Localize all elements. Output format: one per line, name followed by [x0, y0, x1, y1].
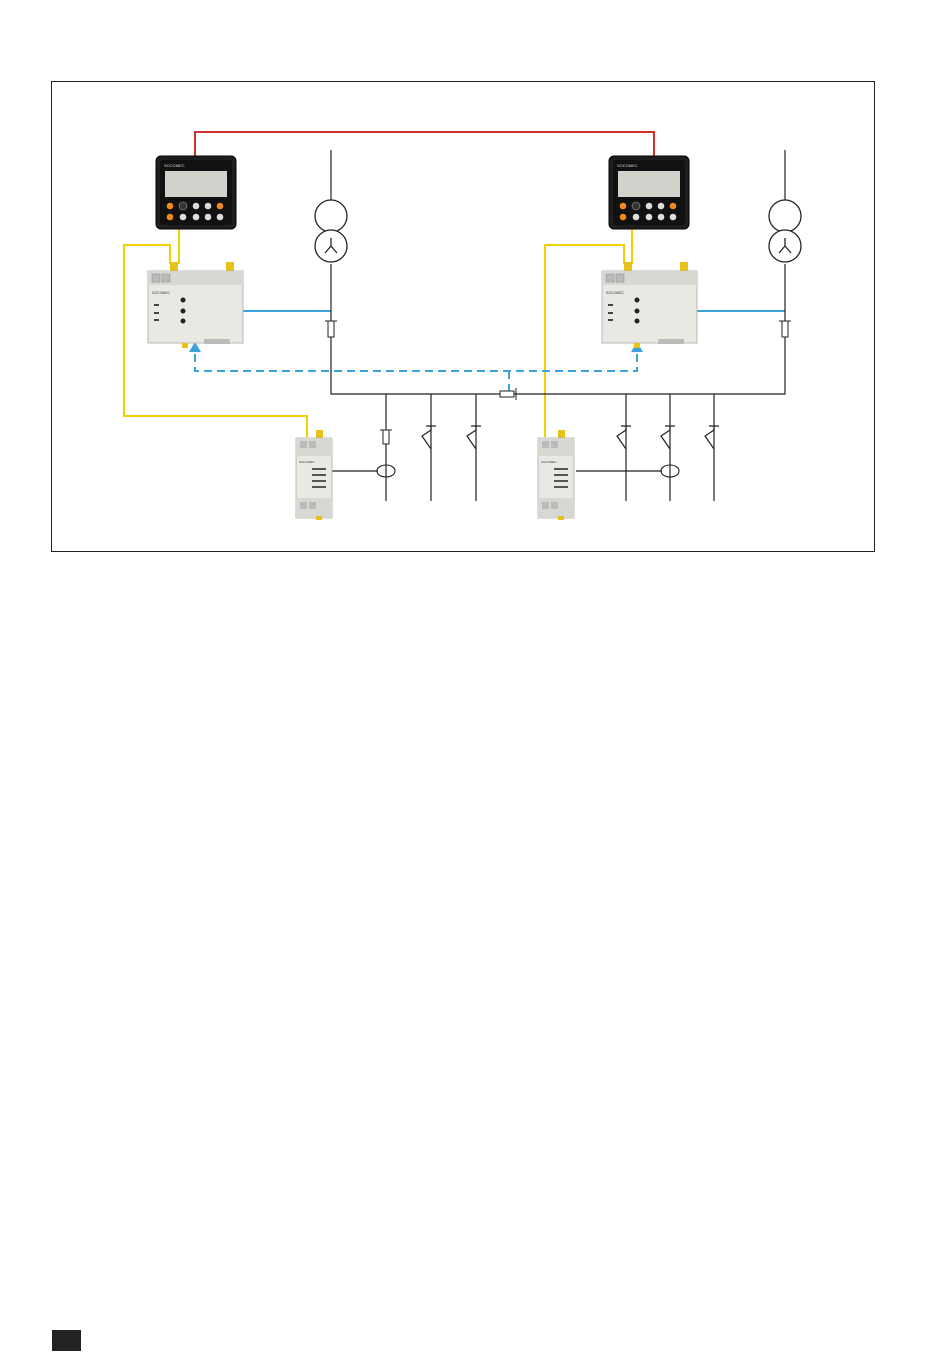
switch-icon [705, 426, 719, 449]
controller-brand: SOCOMEC [606, 291, 625, 295]
controller-right: SOCOMEC [602, 262, 697, 348]
switch-icon [467, 426, 481, 449]
fuse-icon [779, 321, 791, 337]
blue-dashed-link [195, 354, 637, 393]
controller-left: SOCOMEC [148, 262, 243, 348]
display-unit-right: SOCOMEC [609, 156, 689, 229]
display-brand: SOCOMEC [617, 163, 638, 168]
module-right: SOCOMEC [538, 430, 574, 520]
transformer-icon [315, 200, 347, 262]
switch-icon [617, 426, 631, 449]
switch-icon [422, 426, 436, 449]
controller-brand: SOCOMEC [152, 291, 171, 295]
fuse-icon [325, 321, 337, 337]
display-screen [618, 171, 680, 197]
arrow-up-left [189, 342, 201, 352]
page-marker [52, 1330, 81, 1351]
fuse-icon [380, 430, 392, 444]
red-link [195, 132, 654, 156]
display-unit-left: SOCOMEC [156, 156, 236, 229]
transformer-icon [769, 200, 801, 262]
module-brand: SOCOMEC [299, 460, 315, 464]
display-screen [165, 171, 227, 197]
display-brand: SOCOMEC [164, 163, 185, 168]
module-left: SOCOMEC [296, 430, 332, 520]
switch-icon [661, 426, 675, 449]
module-brand: SOCOMEC [541, 460, 557, 464]
